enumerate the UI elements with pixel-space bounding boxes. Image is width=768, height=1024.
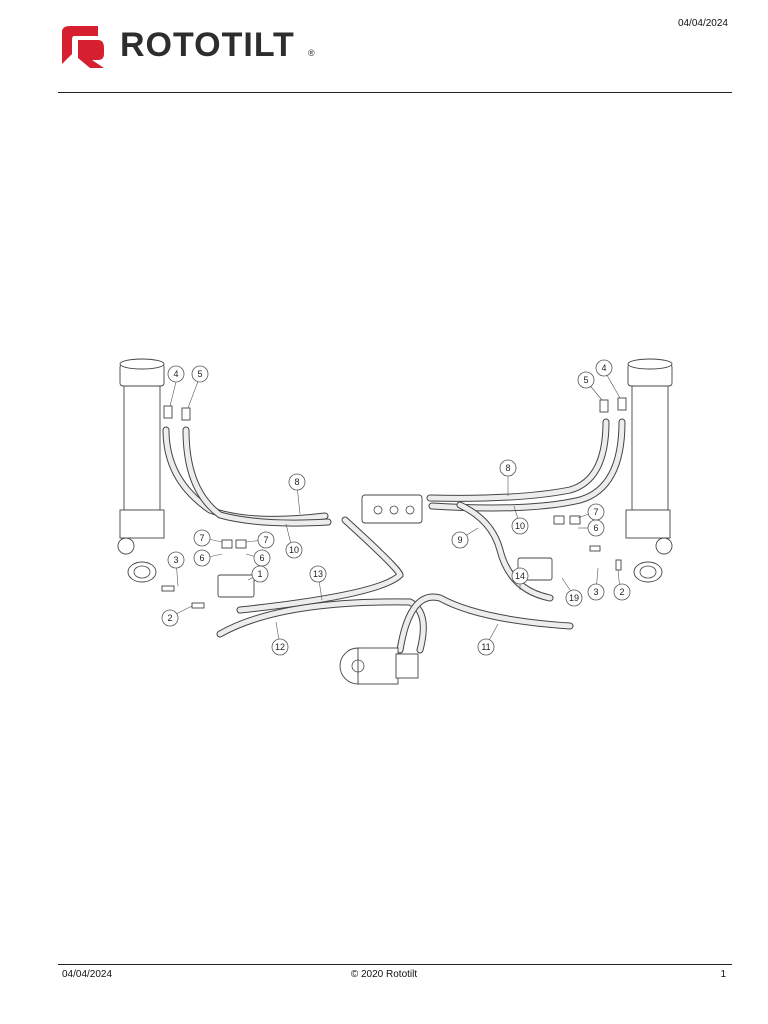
header-divider <box>58 92 732 93</box>
footer-copyright: © 2020 Rototilt <box>350 969 418 980</box>
registered-mark: ® <box>308 48 315 58</box>
callout-11: 11 <box>477 638 495 656</box>
callout-6-right: 6 <box>587 519 605 537</box>
svg-text:4: 4 <box>601 363 606 373</box>
svg-text:4: 4 <box>173 369 178 379</box>
svg-text:8: 8 <box>294 477 299 487</box>
svg-text:9: 9 <box>457 535 462 545</box>
svg-text:10: 10 <box>289 545 299 555</box>
svg-text:7: 7 <box>263 535 268 545</box>
callout-7-left-a: 7 <box>193 529 211 547</box>
header-date: 04/04/2024 <box>677 18 728 29</box>
svg-text:13: 13 <box>313 569 323 579</box>
callout-6-left-b: 6 <box>253 549 271 567</box>
valve-block <box>361 494 423 524</box>
svg-text:5: 5 <box>583 375 588 385</box>
callout-5-right: 5 <box>577 371 595 389</box>
left-cylinder <box>117 358 165 583</box>
rototilt-logo: ROTOTILT ® <box>58 24 318 68</box>
callout-14: 14 <box>511 567 529 585</box>
callout-8-left: 8 <box>288 473 306 491</box>
callout-4-left: 4 <box>167 365 185 383</box>
svg-text:7: 7 <box>593 507 598 517</box>
callout-3-left: 3 <box>167 551 185 569</box>
callout-8-right: 8 <box>499 459 517 477</box>
svg-text:3: 3 <box>593 587 598 597</box>
svg-text:3: 3 <box>173 555 178 565</box>
footer-divider <box>58 964 732 965</box>
hydraulic-motor <box>339 647 419 685</box>
callout-13: 13 <box>309 565 327 583</box>
callout-4-right: 4 <box>595 359 613 377</box>
svg-text:6: 6 <box>199 553 204 563</box>
callout-3-right: 3 <box>587 583 605 601</box>
logo-mark-icon <box>62 26 104 68</box>
page-number: 1 <box>720 969 726 980</box>
svg-text:10: 10 <box>515 521 525 531</box>
svg-text:8: 8 <box>505 463 510 473</box>
svg-text:19: 19 <box>569 593 579 603</box>
callout-2-left: 2 <box>161 609 179 627</box>
callout-7-left-b: 7 <box>257 531 275 549</box>
svg-text:6: 6 <box>259 553 264 563</box>
callout-1: 1 <box>251 565 269 583</box>
svg-text:14: 14 <box>515 571 525 581</box>
svg-text:2: 2 <box>167 613 172 623</box>
callout-10-left: 10 <box>285 541 303 559</box>
svg-text:12: 12 <box>275 642 285 652</box>
svg-text:2: 2 <box>619 587 624 597</box>
brand-name: ROTOTILT <box>120 26 295 64</box>
hydraulic-hose-diagram: 4 5 5 4 8 8 10 10 9 7 7 7 6 6 6 3 3 2 2 … <box>100 350 700 700</box>
footer-date: 04/04/2024 <box>62 969 113 980</box>
callout-9: 9 <box>451 531 469 549</box>
callout-7-right: 7 <box>587 503 605 521</box>
svg-text:7: 7 <box>199 533 204 543</box>
callout-6-left-a: 6 <box>193 549 211 567</box>
callout-10-right: 10 <box>511 517 529 535</box>
callout-5-left: 5 <box>191 365 209 383</box>
callout-12: 12 <box>271 638 289 656</box>
callout-19: 19 <box>565 589 583 607</box>
right-cylinder <box>625 358 673 583</box>
svg-text:1: 1 <box>257 569 262 579</box>
callout-2-right: 2 <box>613 583 631 601</box>
svg-text:11: 11 <box>481 642 490 652</box>
svg-text:5: 5 <box>197 369 202 379</box>
svg-text:6: 6 <box>593 523 598 533</box>
